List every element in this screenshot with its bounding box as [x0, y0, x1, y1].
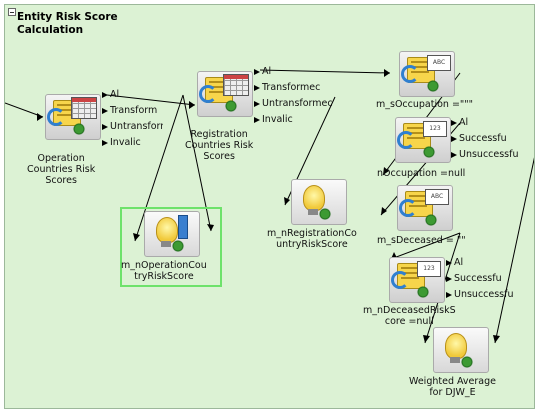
port-arrow-icon — [451, 119, 457, 126]
port-untransformed[interactable]: Untransformec — [102, 121, 163, 132]
registration-country-score-node[interactable] — [291, 179, 347, 225]
number-type-icon: 123 — [417, 261, 441, 277]
port-arrow-icon — [102, 139, 108, 146]
gears-icon — [170, 239, 186, 253]
string-type-icon: ABC — [427, 55, 451, 71]
operation-country-score-label: m_nOperationCou tryRiskScore — [121, 260, 207, 282]
port-arrow-icon — [446, 259, 452, 266]
port-untransformed[interactable]: Untransformec — [254, 98, 338, 109]
port-successful[interactable]: Successfu — [451, 133, 513, 144]
registration-countries-node[interactable] — [197, 71, 253, 117]
gears-icon — [71, 122, 87, 136]
s-deceased-label: m_sDeceased = "" — [377, 235, 466, 246]
operation-countries-label: Operation Countries Risk Scores — [27, 153, 96, 186]
n-deceased-label: m_nDeceasedRiskS core =null — [363, 305, 456, 327]
s-occupation-node[interactable]: ABC — [399, 51, 455, 97]
gears-icon — [459, 355, 475, 369]
selection-highlight — [120, 207, 222, 287]
number-type-icon: 123 — [423, 121, 447, 137]
port-unsuccessful[interactable]: Unsuccessfu — [446, 289, 526, 300]
weighted-average-label: Weighted Average for DJW_E — [409, 376, 497, 398]
gears-icon — [317, 207, 333, 221]
bulb-base-icon — [450, 357, 460, 363]
port-invalid[interactable]: Invalic — [254, 114, 302, 125]
workflow-canvas[interactable]: Entity Risk Score Calculation — [4, 4, 535, 409]
port-all[interactable]: Al — [451, 117, 481, 128]
port-arrow-icon — [254, 116, 260, 123]
bulb-base-icon — [308, 209, 318, 215]
port-arrow-icon — [254, 100, 260, 107]
gears-icon — [423, 213, 439, 227]
string-type-icon: ABC — [425, 189, 449, 205]
port-arrow-icon — [102, 123, 108, 130]
gears-icon — [421, 145, 437, 159]
port-successful[interactable]: Successfu — [446, 273, 501, 284]
gears-icon — [415, 285, 431, 299]
registration-countries-label: Registration Countries Risk Scores — [185, 129, 254, 162]
port-arrow-icon — [102, 91, 108, 98]
port-all[interactable]: Al — [446, 257, 476, 268]
port-arrow-icon — [254, 68, 260, 75]
port-arrow-icon — [102, 107, 108, 114]
s-deceased-node[interactable]: ABC — [397, 185, 453, 231]
n-occupation-label: nOccupation =null — [377, 168, 466, 179]
refresh-icon — [47, 108, 65, 126]
refresh-icon — [391, 271, 409, 289]
table-icon — [223, 74, 249, 96]
refresh-icon — [399, 199, 417, 217]
port-all[interactable]: Al — [254, 66, 309, 77]
n-deceased-node[interactable]: 123 — [389, 257, 445, 303]
port-invalid[interactable]: Invalic — [102, 137, 157, 148]
port-arrow-icon — [451, 151, 457, 158]
port-unsuccessful[interactable]: Unsuccessfu — [451, 149, 529, 160]
refresh-icon — [397, 131, 415, 149]
n-occupation-node[interactable]: 123 — [395, 117, 451, 163]
port-arrow-icon — [451, 135, 457, 142]
s-occupation-label: m_sOccupation =""" — [376, 99, 474, 110]
bulb-base-icon — [161, 241, 171, 247]
port-arrow-icon — [446, 291, 452, 298]
panel-title: Entity Risk Score Calculation — [17, 11, 118, 36]
registration-country-score-label: m_nRegistrationCo untryRiskScore — [267, 228, 357, 250]
gears-icon — [425, 79, 441, 93]
ruler-icon — [178, 215, 188, 239]
port-transformed[interactable]: Transformec — [102, 105, 157, 116]
port-all[interactable]: Al — [102, 89, 157, 100]
port-arrow-icon — [254, 84, 260, 91]
collapse-toggle[interactable] — [8, 8, 16, 16]
refresh-icon — [401, 65, 419, 83]
port-arrow-icon — [446, 275, 452, 282]
operation-countries-node[interactable] — [45, 94, 101, 140]
port-transformed[interactable]: Transformec — [254, 82, 332, 93]
gears-icon — [223, 99, 239, 113]
table-icon — [71, 97, 97, 119]
weighted-average-node[interactable] — [433, 327, 489, 373]
operation-country-score-node[interactable] — [144, 211, 200, 257]
refresh-icon — [199, 85, 217, 103]
